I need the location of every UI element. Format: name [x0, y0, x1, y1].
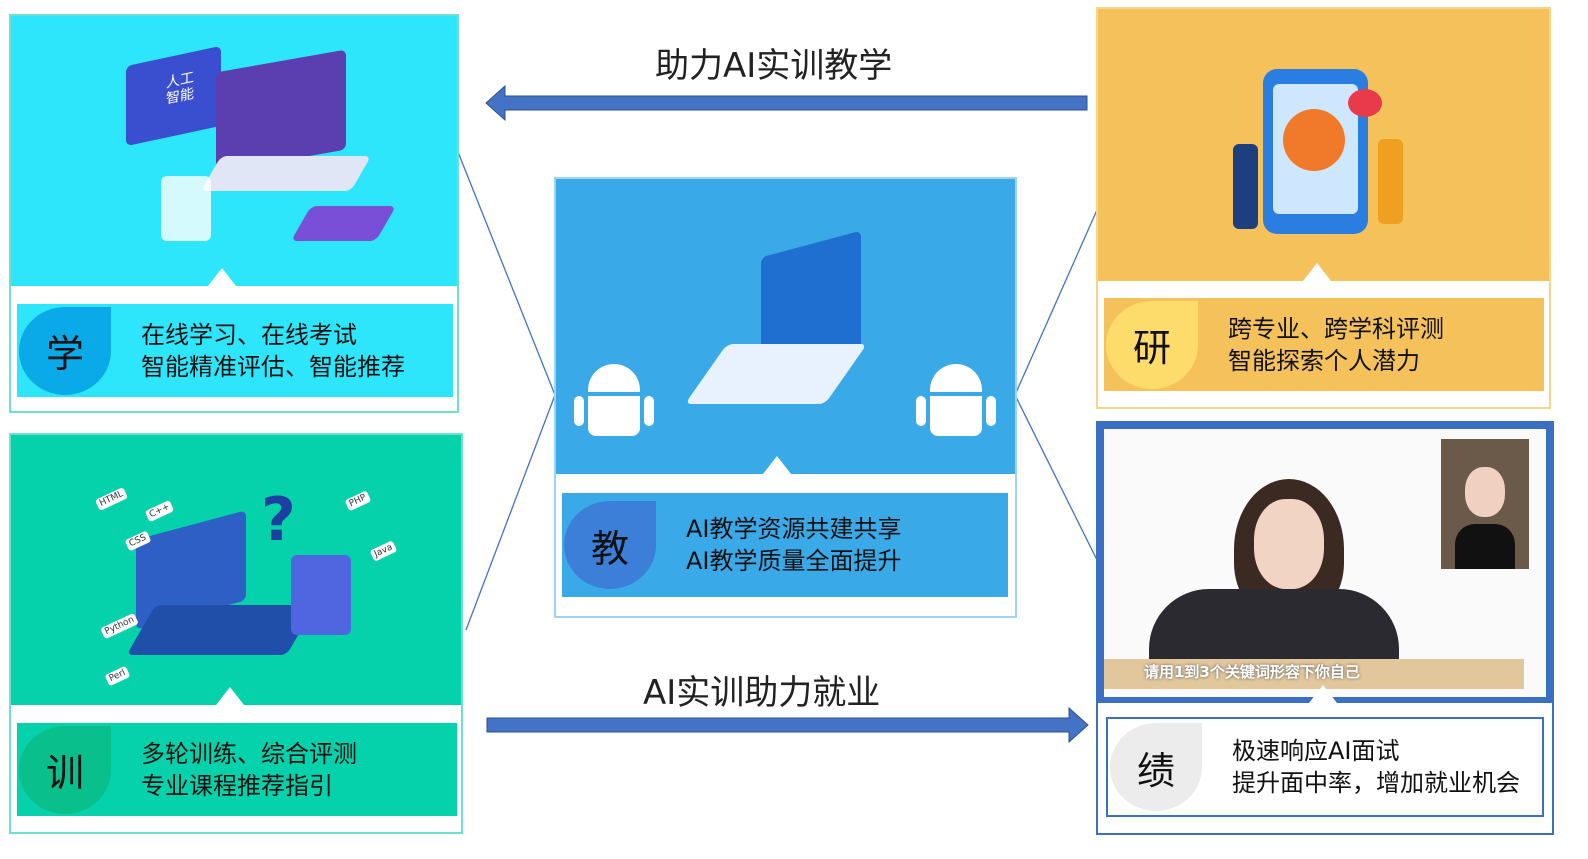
- tech-tag: Java: [369, 540, 398, 562]
- teach-line-2: AI教学质量全面提升: [686, 547, 902, 575]
- learn-badge: 学: [19, 306, 111, 395]
- learn-label-bar: 学 在线学习、在线考试智能精准评估、智能推荐: [17, 304, 453, 397]
- teach-line-1: AI教学资源共建共享: [686, 515, 902, 543]
- panel-learn: 人工智能 学 在线学习、在线考试智能精准评估、智能推荐: [9, 14, 459, 413]
- panel-result: 请用1到3个关键词形容下你自己 绩 极速响应AI面试提升面中率，增加就业机会: [1096, 421, 1554, 835]
- train-line-1: 多轮训练、综合评测: [141, 739, 357, 768]
- research-line-2: 智能探索个人潜力: [1228, 346, 1420, 375]
- video-subtitle: 请用1到3个关键词形容下你自己: [1144, 663, 1360, 681]
- tech-tag: C++: [144, 499, 175, 523]
- play-icon: [1348, 89, 1382, 117]
- result-badge: 绩: [1110, 723, 1202, 811]
- interview-video: 请用1到3个关键词形容下你自己: [1098, 423, 1552, 703]
- learn-line-1: 在线学习、在线考试: [141, 320, 357, 349]
- teach-badge: 教: [564, 501, 656, 589]
- learn-line-2: 智能精准评估、智能推荐: [141, 352, 405, 381]
- top-arrow-label: 助力AI实训教学: [655, 46, 893, 86]
- teach-illustration: [556, 179, 1015, 474]
- panel-research: 研 跨专业、跨学科评测智能探索个人潜力: [1096, 7, 1551, 409]
- tech-tag: HTML: [94, 487, 129, 511]
- learn-illustration: 人工智能: [11, 16, 457, 286]
- microphone-icon: [1283, 109, 1345, 171]
- panel-teach: 教 AI教学资源共建共享 AI教学质量全面提升: [554, 177, 1017, 618]
- tech-tag: Perl: [104, 665, 131, 687]
- train-label-bar: 训 多轮训练、综合评测专业课程推荐指引: [17, 723, 457, 816]
- android-icon-right: [916, 364, 996, 444]
- research-illustration: [1098, 9, 1549, 281]
- android-icon-left: [574, 364, 654, 444]
- train-badge: 训: [19, 725, 111, 814]
- tech-tag: PHP: [344, 490, 372, 512]
- train-line-2: 专业课程推荐指引: [141, 771, 333, 800]
- research-line-1: 跨专业、跨学科评测: [1228, 314, 1444, 343]
- result-line-2: 提升面中率，增加就业机会: [1232, 769, 1520, 797]
- teach-label-bar: 教 AI教学资源共建共享 AI教学质量全面提升: [562, 493, 1008, 597]
- arrow-to-result: [486, 706, 1089, 744]
- research-badge: 研: [1106, 300, 1198, 389]
- bottom-arrow-label: AI实训助力就业: [643, 673, 881, 713]
- research-label-bar: 研 跨专业、跨学科评测智能探索个人潜力: [1104, 298, 1544, 391]
- result-line-1: 极速响应AI面试: [1232, 737, 1400, 765]
- candidate-webcam: [1441, 439, 1529, 569]
- arrow-to-learn: [485, 84, 1088, 122]
- tech-tag: Python: [100, 612, 139, 640]
- result-label-bar: 绩 极速响应AI面试提升面中率，增加就业机会: [1106, 717, 1544, 817]
